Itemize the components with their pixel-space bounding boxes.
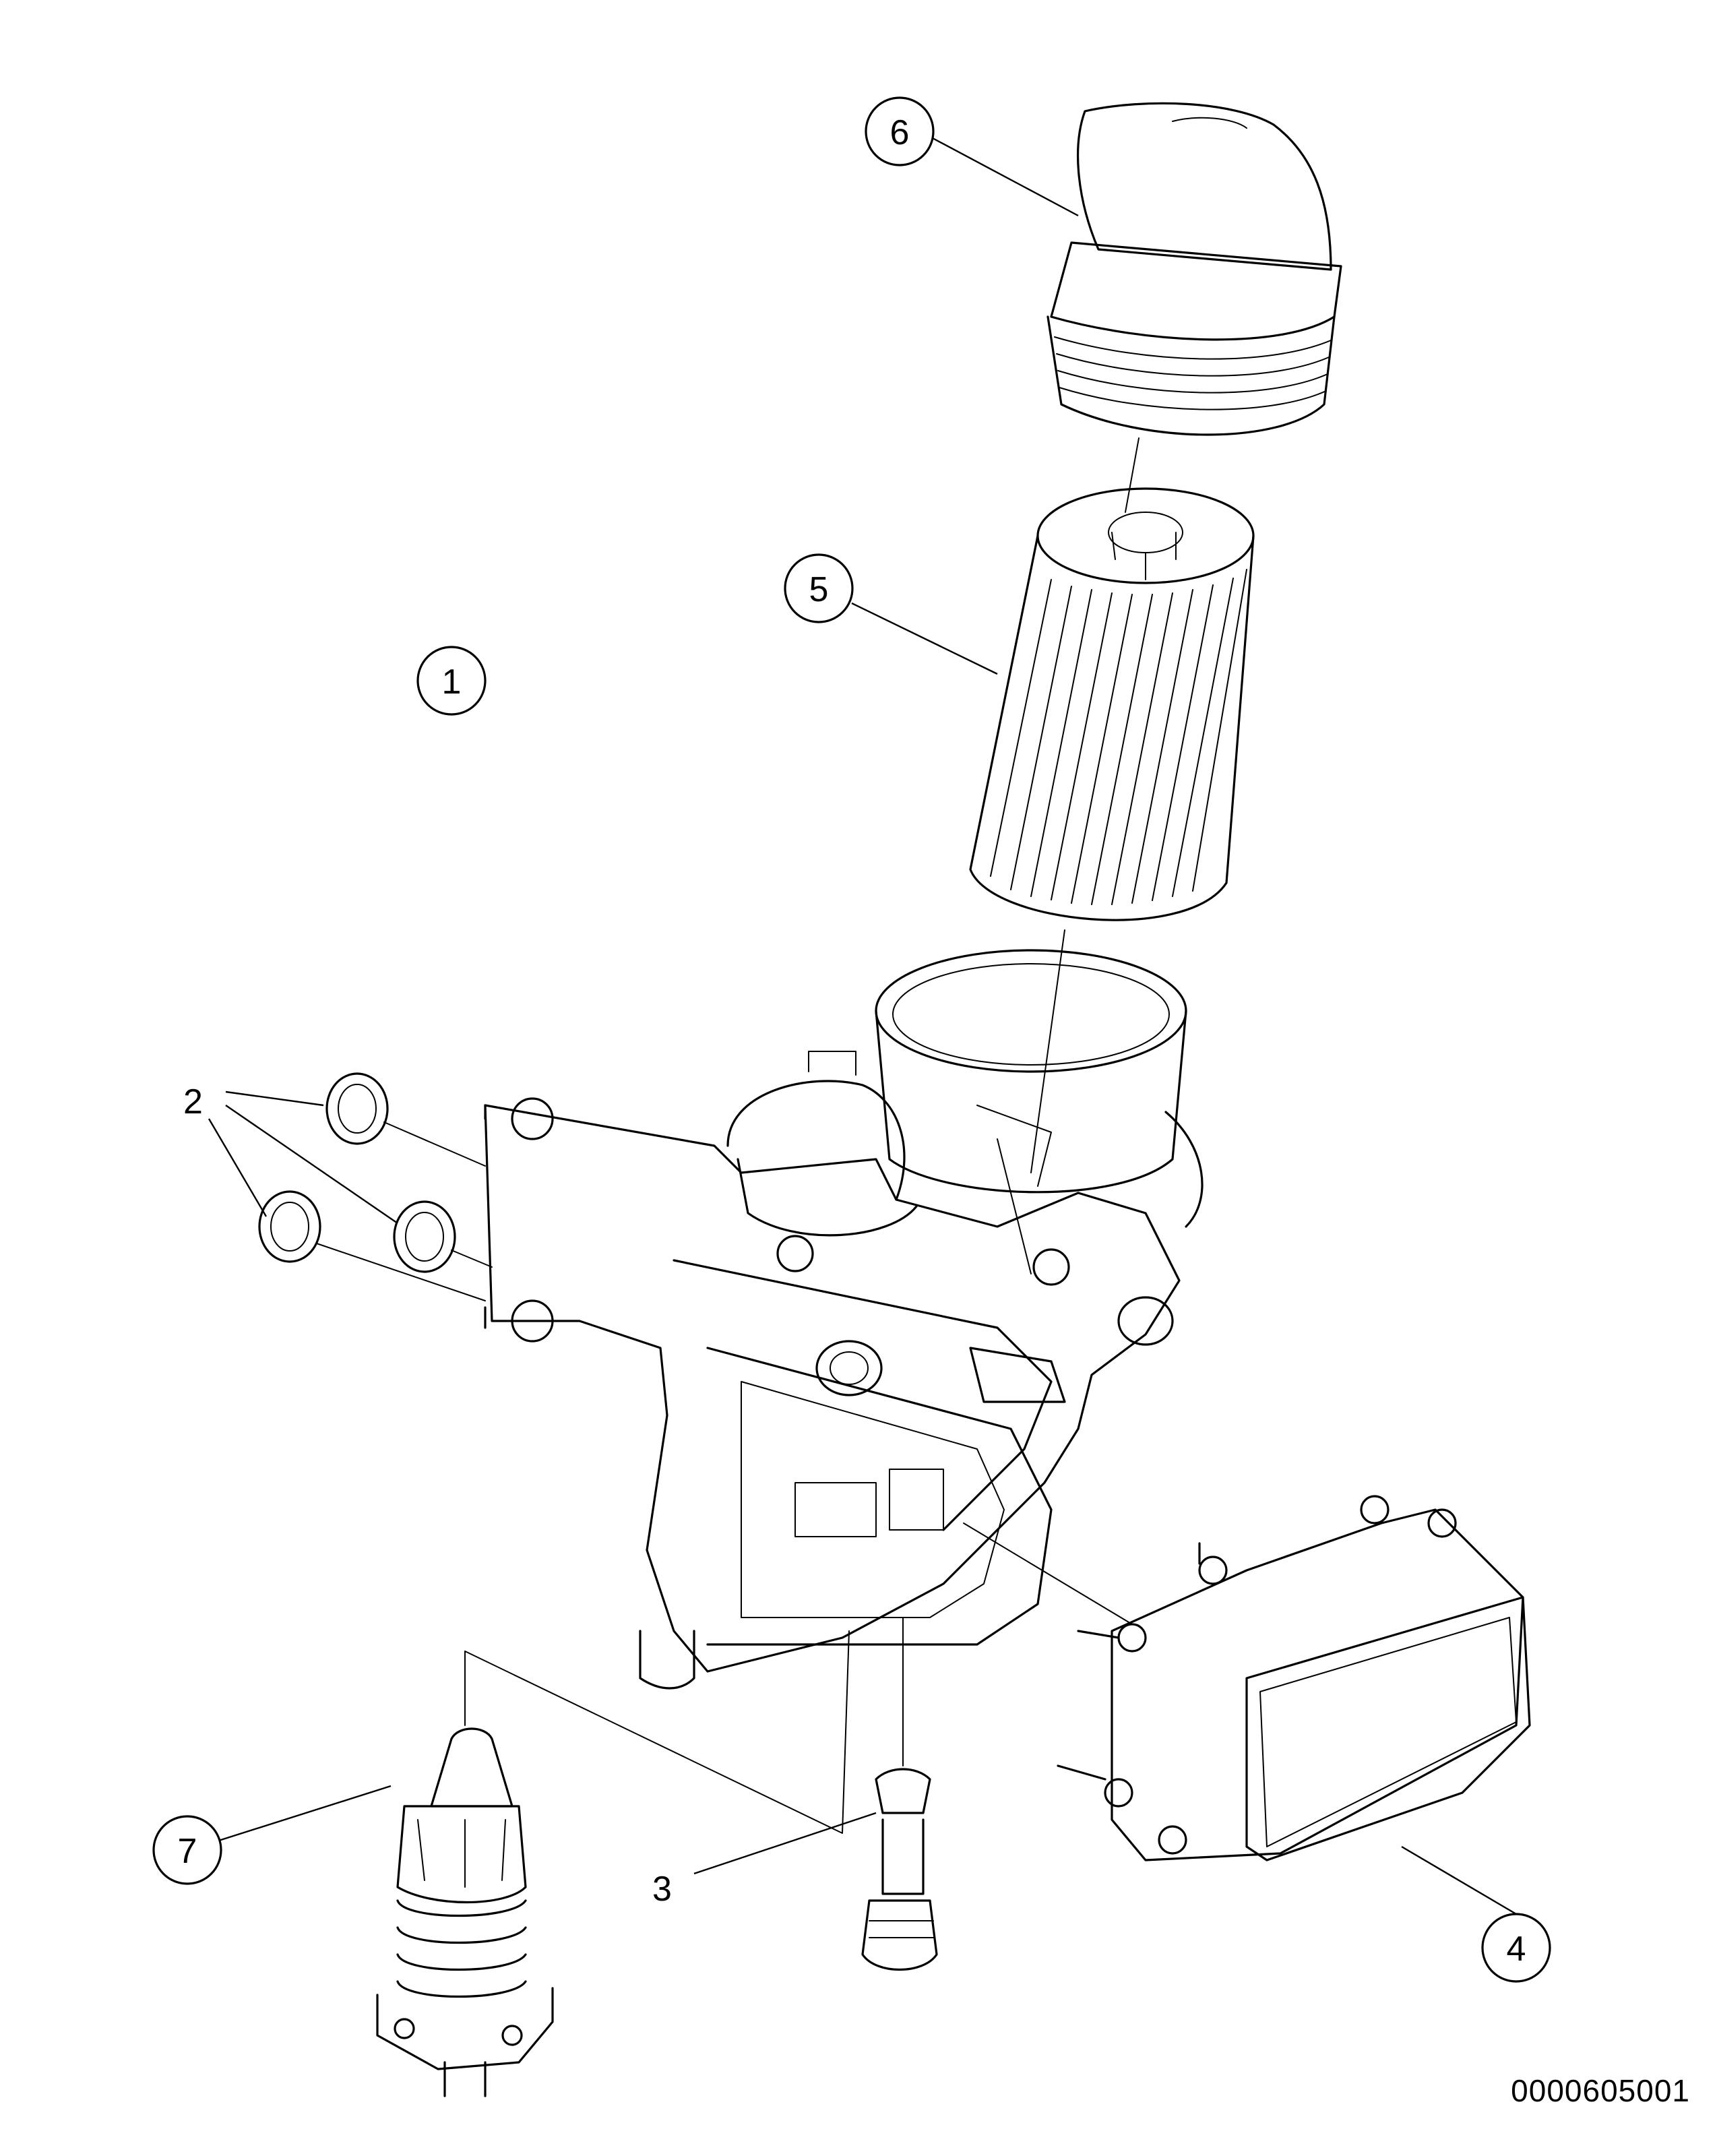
callout-5: 5: [784, 553, 854, 623]
filter-housing-part-1: [484, 949, 1204, 1690]
callout-7: 7: [152, 1815, 222, 1885]
filter-cap-part-6: [1047, 102, 1342, 436]
callout-6: 6: [865, 96, 935, 166]
label-3: 3: [652, 1870, 672, 1909]
callout-6-label: 6: [890, 113, 910, 152]
callout-1-label: 1: [442, 663, 462, 702]
callout-1: 1: [416, 646, 487, 716]
drawing-number: 0000605001: [1511, 2073, 1690, 2108]
leader-lines: [208, 137, 1517, 1915]
thermostat-part-7: [376, 1630, 850, 2097]
callout-5-label: 5: [809, 570, 829, 609]
callout-4: 4: [1481, 1913, 1551, 1983]
filter-element-part-5: [969, 487, 1255, 921]
o-rings-part-2: [258, 1072, 493, 1301]
sensor-plug-part-3: [861, 1617, 938, 1971]
oil-cooler-part-4: [963, 1495, 1531, 1861]
label-2: 2: [183, 1082, 203, 1121]
callout-7-label: 7: [178, 1832, 197, 1871]
callout-4-label: 4: [1507, 1930, 1526, 1969]
